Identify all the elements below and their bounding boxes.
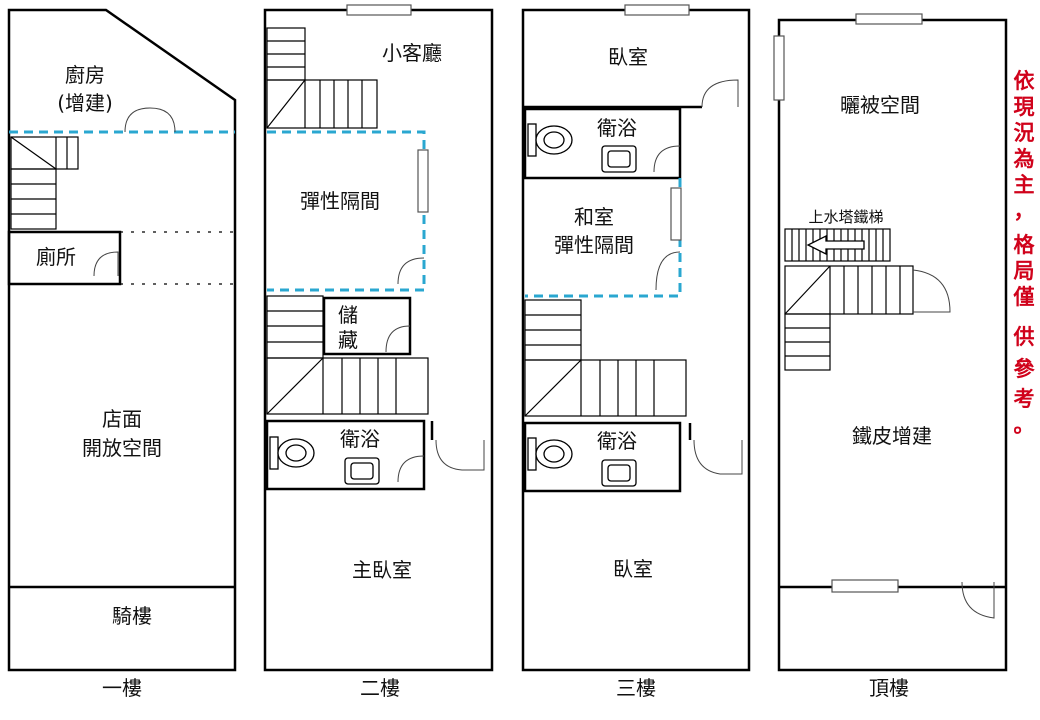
note-char: 依 xyxy=(1014,69,1036,93)
floor-3-stairs xyxy=(524,299,687,417)
room-sheet-metal: 鐵皮增建 xyxy=(852,424,932,448)
floor-2-label: 二樓 xyxy=(360,676,400,700)
water-tower-ladder xyxy=(784,228,891,262)
room-toilet: 廁所 xyxy=(36,245,76,269)
room-japanese: 和室 xyxy=(574,205,614,229)
floor-1-plan: 廚房 (增建) 廁所 店面 開放空間 騎樓 一樓 xyxy=(7,8,237,700)
room-drying: 曬被空間 xyxy=(840,93,920,117)
note-char: 局 xyxy=(1014,259,1035,283)
roof-window-side xyxy=(773,35,785,101)
floor-1-outline xyxy=(7,8,237,672)
floor-2-balcony-door xyxy=(435,439,485,471)
floor-3-bath-bottom-walls xyxy=(523,421,682,493)
disclaimer-note: 依 現 況 為 主 ， 格 局 僅 供 參 考 。 xyxy=(1013,69,1036,437)
note-char: 格 xyxy=(1014,233,1036,257)
room-master: 主臥室 xyxy=(352,558,412,582)
storage-door xyxy=(385,325,411,353)
floor-3-plan: 臥室 衛浴 和室 彈性隔間 衛浴 臥室 三樓 xyxy=(521,4,751,700)
floor-2-toilet-fixture xyxy=(269,436,315,470)
note-char: 供 xyxy=(1013,325,1035,349)
note-char: 僅 xyxy=(1013,285,1035,309)
note-char: 。 xyxy=(1014,413,1035,437)
label-ladder: 上水塔鐵梯 xyxy=(808,208,883,226)
room-storage-2: 藏 xyxy=(338,328,358,352)
roof-window-top xyxy=(855,13,923,25)
room-kitchen-extension: (增建) xyxy=(57,91,113,115)
room-bedroom-back: 臥室 xyxy=(613,557,653,581)
roof-label: 頂樓 xyxy=(869,676,909,700)
note-char: ， xyxy=(1014,199,1035,223)
floor-2-flex-dashed xyxy=(267,130,426,292)
floor-3-balcony-door xyxy=(693,439,743,475)
roof-plan: 曬被空間 上水塔鐵梯 鐵皮增建 頂樓 xyxy=(773,13,1008,700)
floor-2-plan: 小客廳 彈性隔間 儲 藏 衛浴 主臥室 二樓 xyxy=(263,4,494,700)
room-kitchen: 廚房 xyxy=(65,63,105,87)
roof-stairs xyxy=(784,265,914,371)
floor-1-label: 一樓 xyxy=(102,676,142,700)
toilet-door xyxy=(93,251,119,277)
floor-2-sink-fixture xyxy=(344,457,380,485)
floor-2-stairs-top xyxy=(266,27,378,129)
floor-3-toilet-top xyxy=(527,123,573,157)
room-bath-f3-top: 衛浴 xyxy=(597,116,637,140)
floor-3-sink-top xyxy=(601,145,637,173)
room-bedroom-front: 臥室 xyxy=(608,45,648,69)
roof-window-front xyxy=(831,579,899,593)
note-char: 考 xyxy=(1014,387,1035,411)
floor-3-label: 三樓 xyxy=(616,676,656,700)
roof-stair-door xyxy=(912,269,951,313)
floor-3-bath-top-door xyxy=(653,145,681,173)
note-char: 況 xyxy=(1014,121,1035,145)
note-char: 現 xyxy=(1014,95,1035,119)
floor-3-toilet-bottom xyxy=(527,437,573,471)
room-shop-open: 開放空間 xyxy=(82,436,162,460)
floor-3-sliding-door xyxy=(670,187,682,241)
room-arcade: 騎樓 xyxy=(112,604,152,628)
note-char: 為 xyxy=(1014,147,1035,171)
floor-2-bath-door xyxy=(397,455,425,483)
floor-1-stairs xyxy=(10,136,79,230)
floor-2-flex-door xyxy=(397,257,425,285)
floor-3-bedroom-door xyxy=(701,79,739,108)
floor-3-window xyxy=(624,4,690,16)
roof-front-door xyxy=(961,581,995,619)
note-char: 主 xyxy=(1014,173,1035,197)
floor-3-sink-bottom xyxy=(601,459,637,487)
room-shop: 店面 xyxy=(102,407,142,431)
room-flex-f2: 彈性隔間 xyxy=(300,189,380,213)
room-storage-1: 儲 xyxy=(338,303,358,327)
ladder-arrow-icon xyxy=(806,234,865,256)
floor-3-japanese-door xyxy=(655,251,681,291)
storage-walls xyxy=(322,296,412,356)
note-char: 參 xyxy=(1014,357,1036,381)
roof-outline xyxy=(777,18,1008,672)
kitchen-door xyxy=(124,107,176,133)
toilet-walls xyxy=(7,230,122,286)
floor-2-bath-walls xyxy=(265,419,426,491)
room-bath-f2: 衛浴 xyxy=(340,427,380,451)
room-living: 小客廳 xyxy=(382,41,442,65)
floor-3-bath-top-walls xyxy=(523,107,682,180)
floor-2-window xyxy=(346,4,412,16)
floor-2-sliding-door xyxy=(417,149,429,213)
floor-2-stairs-middle xyxy=(266,295,429,415)
room-flex-f3: 彈性隔間 xyxy=(554,233,634,257)
room-bath-f3-bottom: 衛浴 xyxy=(597,429,637,453)
